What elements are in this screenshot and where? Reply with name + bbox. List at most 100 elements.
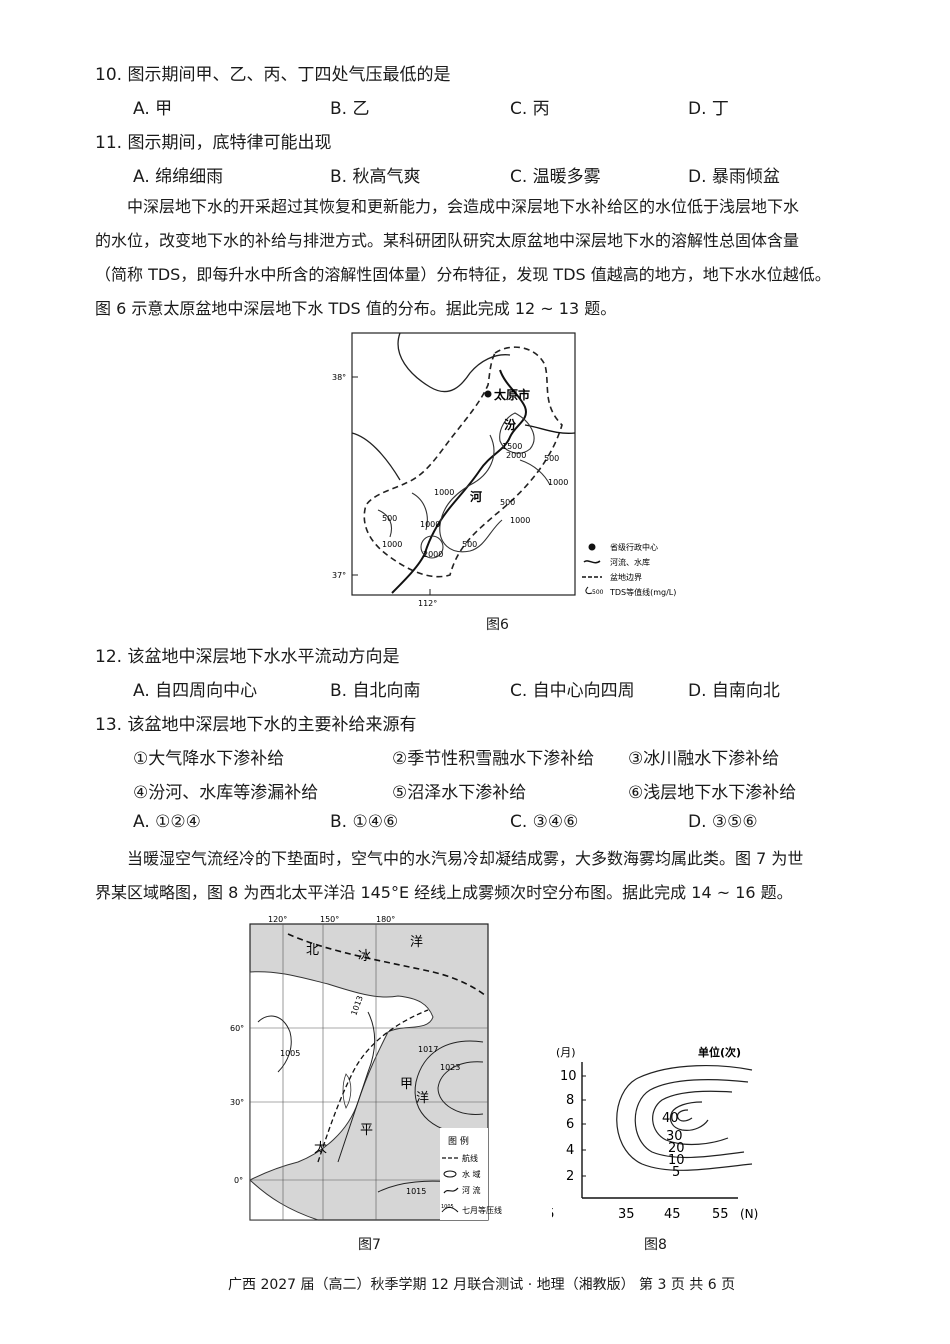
q10-option-c: C. 丙 (510, 99, 550, 119)
q11-stem: 11. 图示期间，底特律可能出现 (95, 133, 332, 153)
lat-label: 30° (230, 1098, 244, 1107)
boundary-line (351, 432, 401, 481)
contour-label: 20 (668, 1141, 685, 1156)
contour-label: 5 (672, 1165, 680, 1180)
lon-112-label: 112° (418, 599, 437, 608)
legend-item: 河 流 (462, 1185, 481, 1195)
q10-stem: 10. 图示期间甲、乙、丙、丁四处气压最低的是 (95, 65, 451, 85)
fog-contour-20 (652, 1090, 733, 1146)
pacific-char: 平 (360, 1123, 373, 1138)
q12-option-d: D. 自南向北 (688, 681, 780, 701)
q13-item-5: ⑤沼泽水下渗补给 (392, 783, 527, 803)
q12-option-a: A. 自四周向中心 (133, 681, 258, 701)
lat-label: 0° (234, 1176, 243, 1185)
q12-stem: 12. 该盆地中深层地下水水平流动方向是 (95, 647, 400, 667)
x-tick-label: 55 (712, 1207, 729, 1222)
y-tick-label: 6 (566, 1117, 574, 1132)
lat-label: 60° (230, 1024, 244, 1033)
legend-item: 盆地边界 (610, 572, 642, 582)
legend-isobar-icon (441, 1206, 459, 1213)
boundary-line (397, 332, 511, 393)
contour-label: 2000 (506, 451, 526, 460)
figure-8-caption: 图8 (644, 1237, 667, 1253)
isobar-label: 1005 (280, 1049, 300, 1058)
tds-contour (499, 412, 535, 454)
q13-item-2: ②季节性积雪融水下渗补给 (392, 749, 595, 769)
x-tick-label: 45 (664, 1207, 681, 1222)
q12-option-c: C. 自中心向四周 (510, 681, 635, 701)
fog-contour-30 (669, 1101, 709, 1131)
q10-option-a: A. 甲 (133, 99, 173, 119)
contour-label: 1000 (420, 520, 440, 529)
q10-option-d: D. 丁 (688, 99, 729, 119)
y-tick-label: 10 (560, 1069, 577, 1084)
passage1-line: 的水位，改变地下水的补给与排泄方式。某科研团队研究太原盆地中深层地下水的溶解性总… (95, 231, 800, 250)
lat-38-label: 38° (332, 373, 346, 382)
map-frame (351, 332, 576, 596)
figure-6-tds-map: 38° 37° 112° 太原市 汾 河 1500 2000 500 1000 … (332, 332, 676, 608)
figure-7-caption: 图7 (358, 1237, 381, 1253)
legend-item: TDS等值线(mg/L) (609, 587, 676, 597)
island-japan (342, 1073, 352, 1109)
x-tick-label: 35 (618, 1207, 635, 1222)
q13-option-c: C. ③④⑥ (510, 812, 579, 832)
tds-contour (519, 459, 551, 486)
pacific-char: 洋 (416, 1091, 429, 1106)
isobar-label: 1023 (440, 1063, 460, 1072)
shipping-route (287, 933, 487, 997)
tds-contour (411, 492, 428, 531)
contour-label: 2000 (423, 550, 443, 559)
fen-river (391, 369, 527, 594)
pacific-char: 太 (314, 1141, 327, 1156)
isobar-label: 1015 (406, 1187, 426, 1196)
lon-label: 150° (320, 915, 339, 924)
q13-option-b: B. ①④⑥ (330, 812, 399, 832)
legend-contour-icon (585, 586, 593, 594)
contour-label: 1000 (382, 540, 402, 549)
q13-stem: 13. 该盆地中深层地下水的主要补给来源有 (95, 715, 417, 735)
legend-water-icon (443, 1170, 457, 1178)
river-char-he: 河 (469, 489, 482, 504)
land-asia (249, 971, 434, 1181)
legend-contour-sample: 500 (592, 589, 604, 596)
y-tick-label: 2 (566, 1169, 574, 1184)
q10-option-b: B. 乙 (330, 99, 370, 119)
q12-option-b: B. 自北向南 (330, 681, 421, 701)
river-char-fen: 汾 (504, 417, 516, 432)
q13-item-4: ④汾河、水库等渗漏补给 (133, 783, 319, 803)
legend-river-icon (583, 560, 601, 564)
passage1-line: （简称 TDS，即每升水中所含的溶解性固体量）分布特征，发现 TDS 值越高的地… (95, 265, 831, 284)
q11-option-a: A. 绵绵细雨 (133, 167, 224, 187)
contour-label: 30 (666, 1129, 683, 1144)
y-tick-label: 4 (566, 1143, 574, 1158)
lon-label: 180° (376, 915, 395, 924)
contour-label: 1000 (548, 478, 568, 487)
tds-contour (377, 509, 393, 538)
contour-label: 1500 (502, 442, 522, 451)
tds-contour-2000 (420, 535, 444, 559)
figure-8-fog-frequency-chart: (月) 单位(次) 10 8 6 4 2 25 35 45 55 (N) 40 … (552, 1045, 758, 1222)
legend-title: 图 例 (448, 1135, 469, 1147)
x-axis-label: (N) (740, 1207, 758, 1221)
contour-label: 40 (662, 1111, 679, 1126)
page-footer: 广西 2027 届（高二）秋季学期 12 月联合测试 · 地理（湘教版） 第 3… (228, 1277, 736, 1293)
fog-contour-10 (634, 1079, 749, 1159)
isobar (257, 1015, 292, 1073)
isobar (437, 1061, 484, 1115)
contour-label: 500 (544, 454, 559, 463)
q13-item-3: ③冰川融水下渗补给 (628, 749, 780, 769)
passage1-line: 图 6 示意太原盆地中深层地下水 TDS 值的分布。据此完成 12 ~ 13 题… (95, 299, 617, 318)
figure-6-caption: 图6 (486, 617, 509, 633)
isobar-label: 1017 (418, 1045, 438, 1054)
passage1-line: 中深层地下水的开采超过其恢复和更新能力，会造成中深层地下水补给区的水位低于浅层地… (127, 197, 800, 216)
shipping-route (317, 1009, 429, 1163)
contour-label: 500 (500, 498, 515, 507)
contour-label: 1000 (510, 516, 530, 525)
arctic-char: 北 (306, 943, 319, 958)
y-tick-label: 8 (566, 1093, 574, 1108)
fog-contour-5 (616, 1065, 753, 1171)
legend-item: 省级行政中心 (610, 542, 658, 552)
passage2-line: 界某区域略图，图 8 为西北太平洋沿 145°E 经线上成雾频次时空分布图。据此… (95, 883, 793, 902)
q11-option-d: D. 暴雨倾盆 (688, 167, 780, 187)
x-tick-label: 25 (552, 1207, 555, 1222)
